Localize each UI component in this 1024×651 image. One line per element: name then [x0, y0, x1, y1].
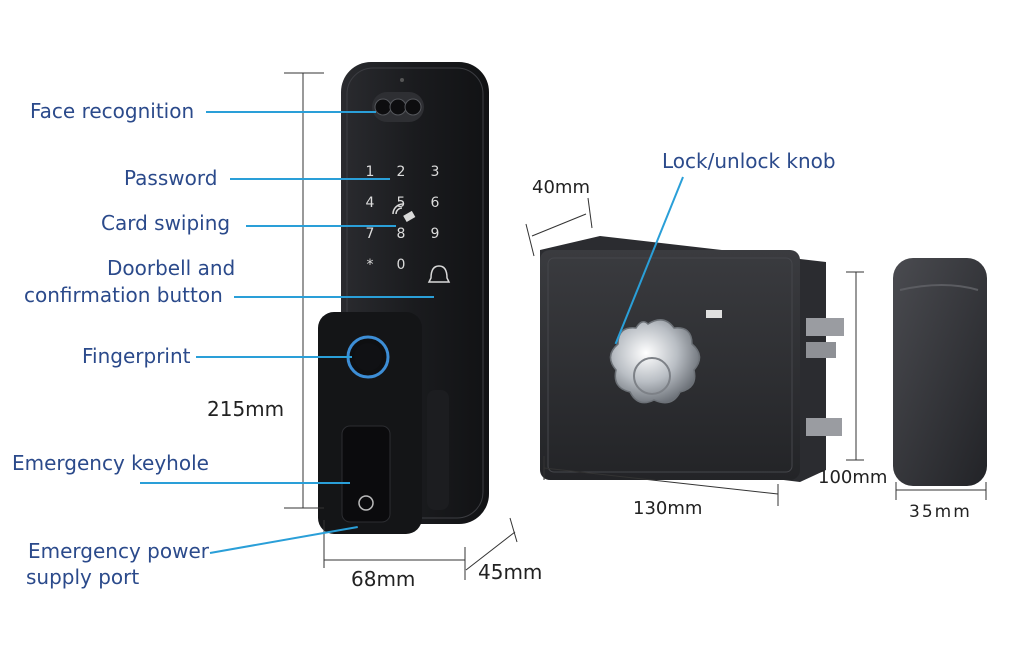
- dimension-35-line: [895, 482, 987, 500]
- dimension-40: 40mm: [532, 177, 590, 198]
- dimension-100-line: [846, 271, 864, 461]
- keypad: 1 2 3 4 5 6 7 8 9 * 0: [366, 164, 440, 273]
- keypad-key-5: 5: [397, 195, 406, 211]
- dimension-35: 35mm: [909, 502, 972, 522]
- keypad-key-7: 7: [366, 226, 375, 242]
- dimension-130-line: [543, 456, 779, 506]
- lock-unlock-knob: [609, 319, 701, 404]
- dimension-215: 215mm: [207, 397, 285, 421]
- dimension-215-line: [284, 72, 324, 509]
- leader-fingerprint: [196, 356, 352, 358]
- callout-lock-unlock-knob: Lock/unlock knob: [662, 149, 836, 173]
- keypad-key-0: 0: [397, 257, 406, 273]
- keypad-key-2: 2: [397, 164, 406, 180]
- dimension-100: 100mm: [818, 467, 888, 488]
- dimension-68-line: [323, 520, 466, 580]
- keypad-key-star: *: [367, 257, 374, 273]
- callout-power-line2: supply port: [26, 565, 140, 589]
- face-camera-module: [372, 78, 424, 122]
- dimension-130: 130mm: [633, 498, 703, 519]
- leader-password: [230, 178, 390, 180]
- doorbell-icon: [427, 265, 451, 283]
- callout-fingerprint: Fingerprint: [82, 344, 191, 368]
- lock-bolts: [806, 318, 844, 436]
- keypad-key-8: 8: [397, 226, 406, 242]
- leader-keyhole: [140, 482, 350, 484]
- emergency-keyhole-cover: [341, 425, 391, 523]
- leader-face: [206, 111, 376, 113]
- dimension-45-line: [465, 517, 518, 571]
- callout-power-line1: Emergency power: [28, 539, 209, 563]
- card-reader-icon: [392, 203, 416, 222]
- dimension-40-line: [525, 197, 593, 257]
- callout-emergency-keyhole: Emergency keyhole: [12, 451, 209, 475]
- keypad-key-9: 9: [431, 226, 440, 242]
- callout-face-recognition: Face recognition: [30, 99, 195, 123]
- callout-doorbell-line2: confirmation button: [24, 283, 223, 307]
- callout-card-swiping: Card swiping: [101, 211, 231, 235]
- leader-doorbell: [234, 296, 434, 298]
- leader-card: [246, 225, 396, 227]
- strike-plate: [893, 258, 987, 486]
- callout-password: Password: [124, 166, 218, 190]
- keypad-key-6: 6: [431, 195, 440, 211]
- fingerprint-sensor: [346, 335, 390, 379]
- keypad-key-1: 1: [366, 164, 375, 180]
- keypad-key-4: 4: [366, 195, 375, 211]
- dimension-68: 68mm: [351, 567, 416, 591]
- dimension-45: 45mm: [478, 560, 543, 584]
- callout-doorbell-line1: Doorbell and: [107, 256, 236, 280]
- keypad-key-3: 3: [431, 164, 440, 180]
